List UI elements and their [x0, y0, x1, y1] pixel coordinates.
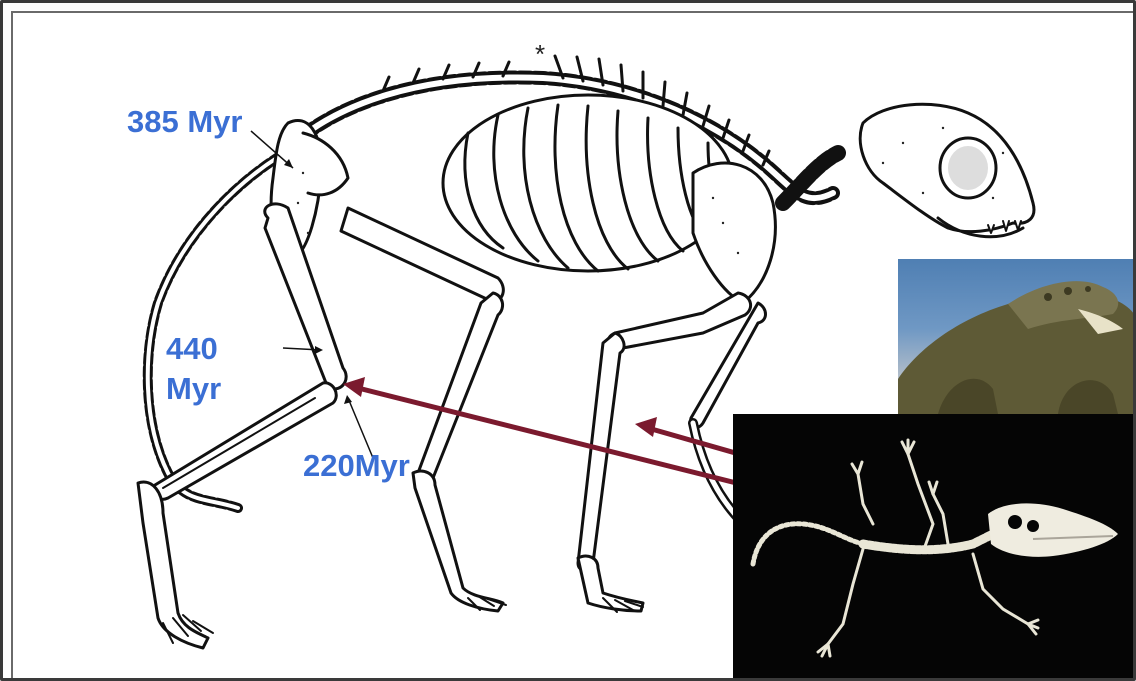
hip-age-label-line2: Myr: [166, 370, 221, 408]
tail-age-label: 385 Myr: [127, 103, 242, 141]
forelimb-bone: [908, 454, 933, 552]
far-hind-foot: [413, 471, 503, 611]
skeleton-tail: [753, 524, 863, 564]
asterisk-mark: *: [535, 39, 545, 70]
hip-age-label-line1: 440: [166, 330, 218, 368]
scapula: [693, 163, 775, 303]
ankle-age-label: 220Myr: [303, 447, 410, 485]
crocodile-skeleton-photo: [733, 414, 1136, 681]
crocodile-photo: [898, 259, 1136, 414]
humerus: [608, 293, 750, 348]
hindlimb-bone: [828, 549, 863, 644]
far-tibia: [418, 293, 503, 484]
skeleton-skull: [988, 503, 1118, 556]
